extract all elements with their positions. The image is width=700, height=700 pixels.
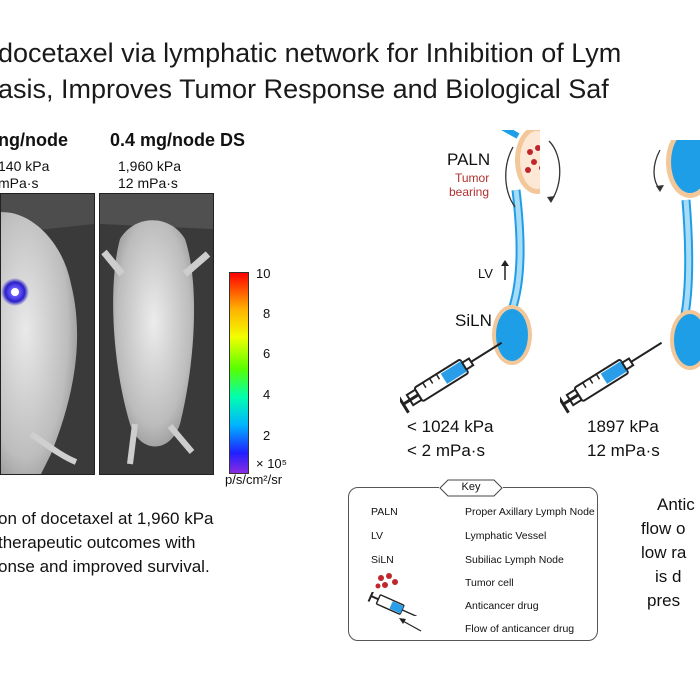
syringe-icon: [400, 341, 503, 414]
tumor-label: Tumor: [455, 171, 490, 185]
paln-label: PALN: [447, 150, 491, 169]
key-tumor-cell-icon: [375, 573, 398, 589]
right-caption-line-3: low ra: [641, 543, 687, 562]
key-desc-anticancer-drug: Anticancer drug: [465, 600, 539, 612]
right-caption-line-1: Antic: [657, 495, 695, 514]
lymphatic-diagram-2: [560, 140, 700, 414]
title-line-1: docetaxel via lymphatic network for Inhi…: [0, 38, 622, 68]
colorbar-multiplier: × 10⁵: [256, 456, 288, 471]
colorbar-tick-4: 4: [263, 387, 271, 402]
mouse-1-illustration: [1, 194, 94, 474]
key-desc-lv: Lymphatic Vessel: [465, 530, 547, 542]
right-caption-line-4: is d: [655, 567, 682, 586]
colorbar-tick-6: 6: [263, 346, 271, 361]
title-line-2: asis, Improves Tumor Response and Biolog…: [0, 74, 609, 104]
key-desc-tumor-cell: Tumor cell: [465, 577, 514, 589]
key-abbr-siln: SiLN: [371, 554, 394, 566]
column-2-viscosity: 12 mPa·s: [118, 175, 178, 191]
colorbar-unit: p/s/cm²/sr: [225, 472, 283, 487]
colorbar-tick-2: 2: [263, 428, 271, 443]
left-caption-line-2: therapeutic outcomes with: [0, 533, 196, 552]
right-caption-line-2: flow o: [641, 519, 686, 538]
mouse-2-illustration: [100, 194, 213, 474]
condition-2-pressure: 1897 kPa: [587, 417, 659, 436]
colorbar-tick-10: 10: [256, 266, 271, 281]
key-title-tab: Key: [439, 479, 503, 497]
colorbar-tick-8: 8: [263, 306, 271, 321]
column-2-pressure: 1,960 kPa: [118, 158, 182, 174]
tumor-cell-icon: [525, 145, 540, 173]
condition-2-viscosity: 12 mPa·s: [587, 441, 660, 460]
key-anticancer-drug-icon: [367, 592, 417, 616]
bearing-label: bearing: [449, 185, 490, 199]
condition-1-pressure: < 1024 kPa: [407, 417, 494, 436]
lv-label: LV: [478, 266, 493, 281]
colorbar: [229, 272, 249, 474]
key-flow-arrow-icon: [399, 618, 422, 632]
key-title-frame: [439, 479, 503, 497]
flow-arrows-paln-1: [505, 140, 561, 208]
left-caption-line-1: on of docetaxel at 1,960 kPa: [0, 509, 214, 528]
key-abbr-paln: PALN: [371, 506, 398, 518]
column-2-heading: 0.4 mg/node DS: [110, 130, 246, 150]
mouse-image-1: [0, 193, 95, 475]
right-caption-line-5: pres: [647, 591, 681, 610]
key-desc-paln: Proper Axillary Lymph Node: [465, 506, 595, 518]
column-1-viscosity: mPa·s: [0, 175, 39, 191]
column-1-pressure: 140 kPa: [0, 158, 50, 174]
key-title: Key: [461, 481, 481, 493]
column-1-heading: ng/node: [0, 130, 68, 150]
key-desc-flow: Flow of anticancer drug: [465, 623, 575, 635]
key-abbr-lv: LV: [371, 530, 384, 542]
mouse-image-2: [99, 193, 214, 475]
key-desc-siln: Subiliac Lymph Node: [465, 554, 564, 566]
siln-label: SiLN: [455, 311, 492, 330]
left-caption-line-3: onse and improved survival.: [0, 557, 210, 576]
lymphatic-diagram-1: [400, 130, 540, 414]
syringe-icon-2: [560, 341, 663, 414]
key-legend: Key PALN Proper Axillary Lymph Node LV L…: [348, 479, 598, 641]
condition-1-viscosity: < 2 mPa·s: [407, 441, 485, 460]
